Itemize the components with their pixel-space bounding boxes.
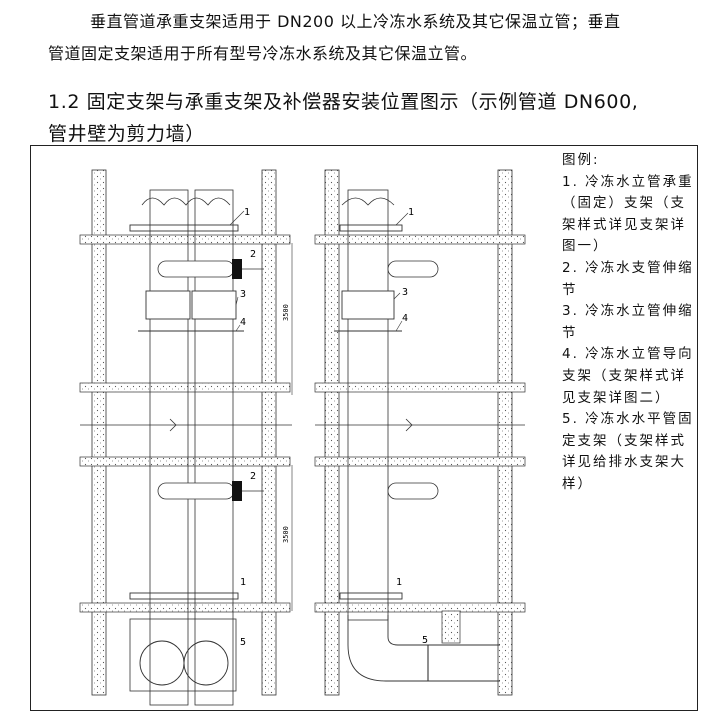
riser-pipe [347, 189, 389, 621]
callout-3: 3 [240, 289, 246, 300]
callout-1: 1 [408, 207, 414, 218]
floor-slab [79, 602, 291, 613]
bearing-support-beam [339, 224, 403, 232]
callout-1-lower: 1 [396, 577, 402, 588]
bearing-support-beam [129, 592, 239, 600]
floor-slab [314, 456, 526, 467]
horizontal-pipe-housing [129, 618, 237, 692]
callout-4: 4 [402, 313, 408, 324]
legend-item: 2. 冷冻水支管伸缩节 [562, 259, 694, 298]
branch-expansion-joint [232, 481, 242, 501]
installation-diagram: 3500 3500 1 2 3 4 2 1 5 [79, 169, 526, 706]
figure-frame [30, 145, 698, 711]
callout-5: 5 [422, 635, 428, 646]
section-heading: 1.2 固定支架与承重支架及补偿器安装位置图示（示例管道 DN600, 管井壁为… [48, 86, 698, 150]
section-heading-line-2: 管井壁为剪力墙） [48, 123, 205, 145]
callout-1-lower: 1 [240, 577, 246, 588]
horizontal-pipe-section [183, 640, 229, 686]
intro-paragraph: 垂直管道承重支架适用于 DN200 以上冷冻水系统及其它保温立管；垂直 管道固定… [48, 6, 688, 70]
left-panel: 3500 3500 1 2 3 4 2 1 5 [79, 169, 293, 706]
horizontal-pipe-section [139, 640, 185, 686]
floor-slab [314, 234, 526, 245]
riser-expansion-joint [341, 290, 395, 320]
section-heading-line-1: 1.2 固定支架与承重支架及补偿器安装位置图示（示例管道 DN600, [48, 91, 639, 113]
legend-item: 4. 冷冻水立管导向支架（支架样式详见支架详图二） [562, 346, 694, 406]
floor-slab [314, 602, 526, 613]
pipe-top-cap [341, 197, 395, 206]
callout-leader [229, 210, 245, 226]
elbow-pipe-inner [387, 615, 500, 646]
legend-title: 图例: [562, 152, 600, 168]
legend-item: 1. 冷冻水立管承重（固定）支架（支架样式详见支架详图一） [562, 173, 694, 255]
right-shaft-wall [497, 169, 513, 696]
floor-slab [79, 234, 291, 245]
pipe-fixing-block [441, 610, 461, 644]
riser-pipe-a [149, 189, 189, 706]
branch-pipe [387, 260, 439, 278]
pipe-top-cap [141, 197, 231, 206]
branch-pipe [157, 482, 235, 500]
branch-pipe [387, 482, 439, 500]
legend-item: 5. 冷冻水水平管固定支架（支架样式详见给排水支架大样） [562, 411, 694, 492]
callout-leader [395, 212, 409, 226]
callout-leader [395, 320, 403, 332]
callout-1: 1 [244, 207, 250, 218]
intro-line-1: 垂直管道承重支架适用于 DN200 以上冷冻水系统及其它保温立管；垂直 [90, 12, 621, 31]
legend: 图例: 1. 冷冻水立管承重（固定）支架（支架样式详见支架详图一） 2. 冷冻水… [562, 150, 694, 496]
bearing-support-beam [339, 592, 403, 600]
branch-pipe [157, 260, 235, 278]
intro-line-2: 管道固定支架适用于所有型号冷冻水系统及其它保温立管。 [48, 44, 478, 63]
floor-slab [314, 382, 526, 393]
callout-2: 2 [250, 249, 256, 260]
left-shaft-wall [324, 169, 340, 696]
left-shaft-wall [91, 169, 107, 696]
callout-2-lower: 2 [250, 471, 256, 482]
dimension-label-upper: 3500 [282, 304, 290, 321]
bearing-support-beam [129, 224, 239, 232]
elbow-pipe-outer [347, 615, 500, 682]
right-panel: 1 3 4 1 5 [314, 169, 526, 696]
riser-expansion-joint [191, 290, 237, 320]
callout-3: 3 [402, 287, 408, 298]
callout-leader [235, 324, 241, 332]
callout-leader [235, 296, 239, 306]
dimension-label-lower: 3500 [282, 526, 290, 543]
riser-pipe-b [194, 189, 234, 706]
callout-leader [393, 292, 401, 300]
callout-5: 5 [240, 637, 246, 648]
floor-slab [79, 456, 291, 467]
right-shaft-wall [261, 169, 277, 696]
branch-expansion-joint [232, 259, 242, 279]
break-symbol [169, 418, 177, 432]
break-symbol [405, 418, 413, 432]
floor-slab [79, 382, 291, 393]
legend-item: 3. 冷冻水立管伸缩节 [562, 303, 694, 341]
riser-expansion-joint [145, 290, 191, 320]
callout-4: 4 [240, 317, 246, 328]
